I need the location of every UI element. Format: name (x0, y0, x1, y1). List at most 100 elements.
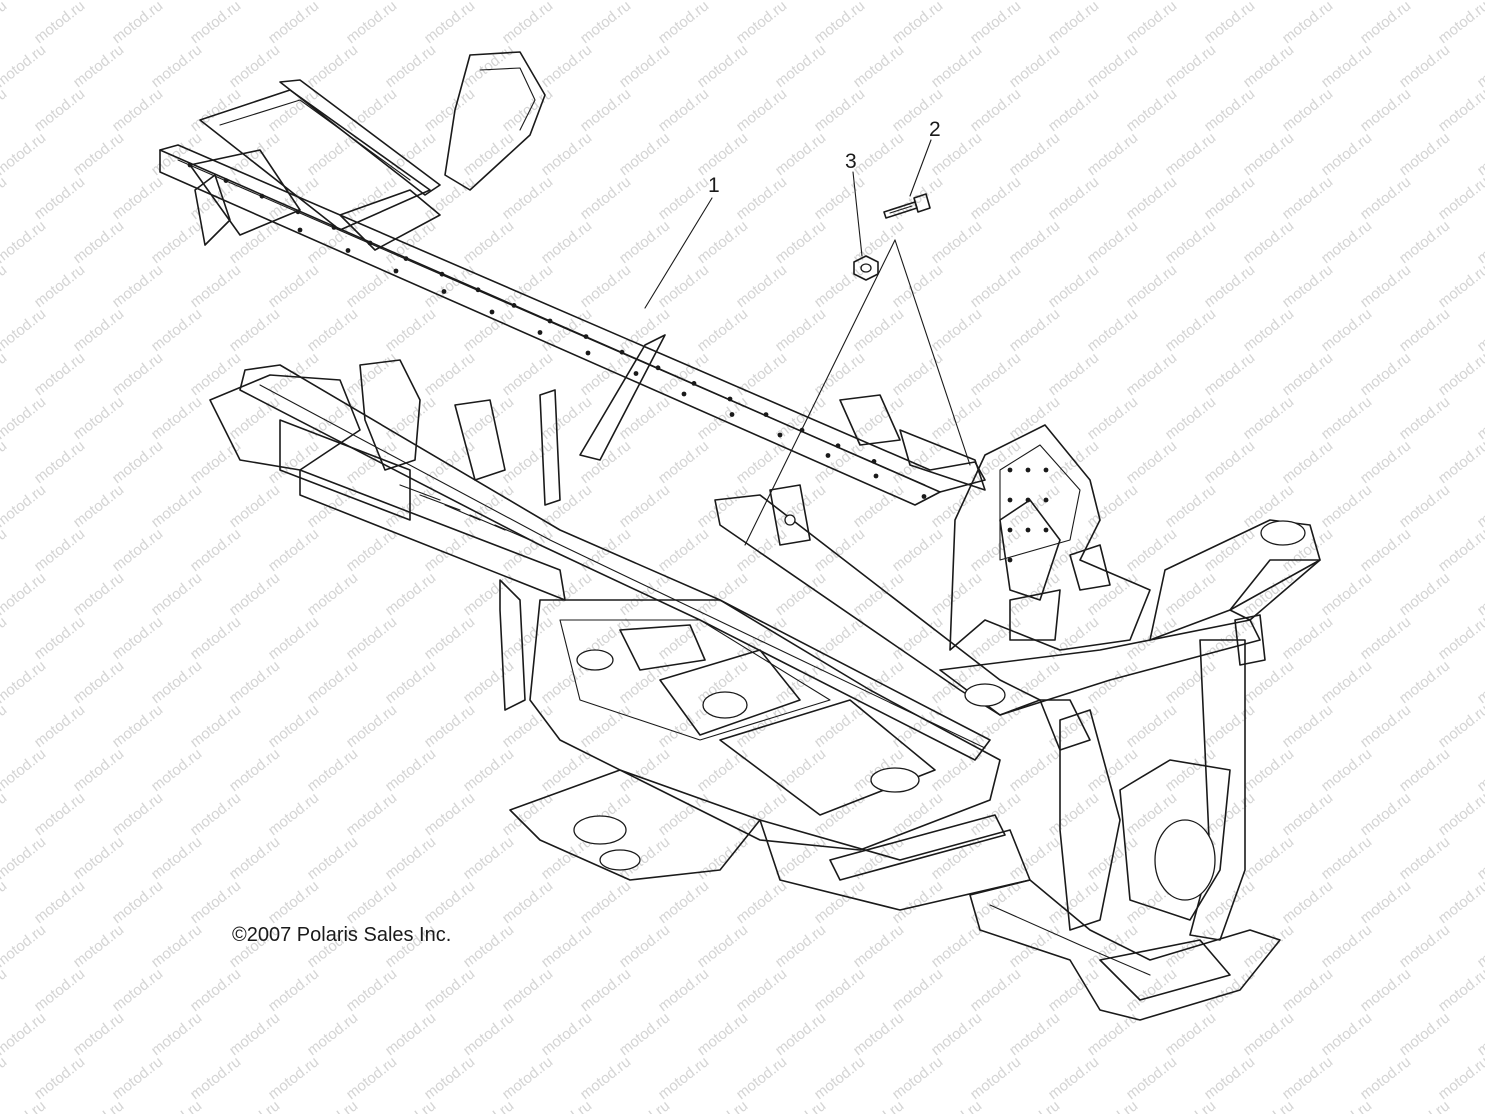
watermark-text: motod.ru (733, 0, 790, 47)
watermark-text: motod.ru (1474, 1097, 1485, 1114)
watermark-text: motod.ru (421, 613, 478, 663)
watermark-text: motod.ru (109, 0, 166, 47)
watermark-text: motod.ru (421, 173, 478, 223)
watermark-text: motod.ru (1435, 613, 1485, 663)
watermark-text: motod.ru (655, 173, 712, 223)
watermark-text: motod.ru (967, 613, 1024, 663)
watermark-text: motod.ru (31, 0, 88, 47)
watermark-text: motod.ru (577, 1053, 634, 1103)
watermark-text: motod.ru (1201, 525, 1258, 575)
watermark-text: motod.ru (1240, 393, 1297, 443)
watermark-text: motod.ru (109, 613, 166, 663)
watermark-text: motod.ru (499, 965, 556, 1015)
watermark-text: motod.ru (1279, 877, 1336, 927)
watermark-text: motod.ru (1279, 613, 1336, 663)
watermark-text: motod.ru (1357, 437, 1414, 487)
watermark-text: motod.ru (1279, 85, 1336, 135)
watermark-text: motod.ru (616, 745, 673, 795)
watermark-text: motod.ru (1240, 833, 1297, 883)
watermark-text: motod.ru (382, 569, 439, 619)
watermark-text: motod.ru (1435, 173, 1485, 223)
watermark-text: motod.ru (538, 41, 595, 91)
watermark-text: motod.ru (1396, 41, 1453, 91)
watermark-text: motod.ru (265, 965, 322, 1015)
watermark-text: motod.ru (0, 569, 49, 619)
watermark-text: motod.ru (1123, 261, 1180, 311)
watermark-text: motod.ru (1318, 1097, 1375, 1114)
watermark-text: motod.ru (1240, 1097, 1297, 1114)
watermark-text: motod.ru (772, 217, 829, 267)
watermark-text: motod.ru (616, 41, 673, 91)
watermark-text: motod.ru (928, 41, 985, 91)
watermark-text: motod.ru (1162, 1097, 1219, 1114)
watermark-text: motod.ru (343, 1053, 400, 1103)
watermark-text: motod.ru (889, 1053, 946, 1103)
watermark-text: motod.ru (304, 569, 361, 619)
watermark-text: motod.ru (0, 1053, 10, 1103)
watermark-text: motod.ru (889, 965, 946, 1015)
watermark-text: motod.ru (1162, 657, 1219, 707)
watermark-text: motod.ru (1045, 437, 1102, 487)
watermark-text: motod.ru (1045, 261, 1102, 311)
watermark-text: motod.ru (31, 613, 88, 663)
watermark-text: motod.ru (0, 129, 49, 179)
watermark-text: motod.ru (772, 129, 829, 179)
watermark-text: motod.ru (460, 305, 517, 355)
watermark-text: motod.ru (967, 1053, 1024, 1103)
watermark-text: motod.ru (421, 701, 478, 751)
watermark-text: motod.ru (1357, 261, 1414, 311)
watermark-text: motod.ru (1279, 0, 1336, 47)
watermark-text: motod.ru (70, 393, 127, 443)
watermark-text: motod.ru (1201, 1053, 1258, 1103)
watermark-text: motod.ru (889, 613, 946, 663)
watermark-text: motod.ru (1435, 877, 1485, 927)
watermark-text: motod.ru (850, 1097, 907, 1114)
watermark-text: motod.ru (1435, 965, 1485, 1015)
watermark-text: motod.ru (109, 437, 166, 487)
watermark-text: motod.ru (1279, 173, 1336, 223)
watermark-text: motod.ru (850, 305, 907, 355)
watermark-text: motod.ru (1474, 657, 1485, 707)
watermark-text: motod.ru (148, 1097, 205, 1114)
watermark-text: motod.ru (928, 305, 985, 355)
watermark-text: motod.ru (1240, 129, 1297, 179)
watermark-text: motod.ru (265, 877, 322, 927)
watermark-text: motod.ru (382, 1097, 439, 1114)
watermark-text: motod.ru (1357, 349, 1414, 399)
watermark-text: motod.ru (1435, 701, 1485, 751)
watermark-text: motod.ru (577, 877, 634, 927)
rivet-hole (655, 365, 661, 371)
watermark-text: motod.ru (1240, 657, 1297, 707)
rivet-hole (777, 432, 783, 438)
rivet-hole (441, 289, 447, 294)
watermark-text: motod.ru (967, 261, 1024, 311)
rivet-hole (619, 349, 625, 355)
watermark-text: motod.ru (226, 833, 283, 883)
watermark-text: motod.ru (187, 437, 244, 487)
watermark-text: motod.ru (0, 965, 10, 1015)
watermark-text: motod.ru (70, 217, 127, 267)
watermark-text: motod.ru (694, 745, 751, 795)
watermark-text: motod.ru (109, 349, 166, 399)
watermark-text: motod.ru (31, 349, 88, 399)
rivet-hole (297, 227, 303, 233)
watermark-text: motod.ru (811, 349, 868, 399)
watermark-text: motod.ru (1162, 393, 1219, 443)
watermark-text: motod.ru (265, 613, 322, 663)
watermark-text: motod.ru (1084, 1097, 1141, 1114)
watermark-text: motod.ru (460, 41, 517, 91)
watermark-text: motod.ru (0, 0, 49, 3)
watermark-text: motod.ru (733, 965, 790, 1015)
watermark-text: motod.ru (1045, 965, 1102, 1015)
rivet-hole (331, 225, 337, 230)
rivet-hole (1007, 557, 1013, 563)
watermark-text: motod.ru (265, 701, 322, 751)
watermark-text: motod.ru (1045, 0, 1102, 47)
watermark-text: motod.ru (850, 1009, 907, 1059)
watermark-text: motod.ru (148, 833, 205, 883)
rivet-hole (511, 303, 517, 308)
rivet-hole (1043, 497, 1049, 503)
watermark-text: motod.ru (694, 217, 751, 267)
watermark-text: motod.ru (1357, 613, 1414, 663)
